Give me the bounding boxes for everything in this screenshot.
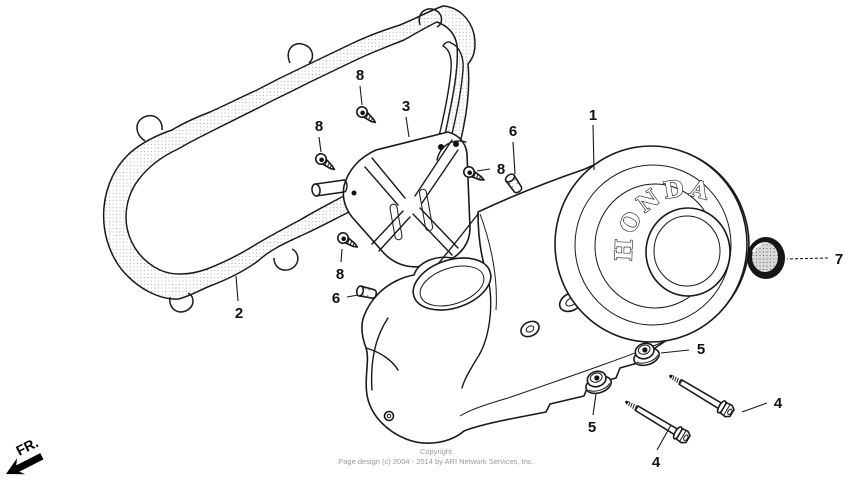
bolt-part xyxy=(665,368,737,420)
callout-leader-1 xyxy=(592,124,595,171)
callout-8[interactable]: 8 xyxy=(315,118,323,135)
callout-leader-4 xyxy=(656,424,672,451)
screw-part xyxy=(312,150,339,175)
arrow-icon xyxy=(6,453,44,475)
callout-leader-8 xyxy=(359,85,363,106)
flange-hole xyxy=(520,320,540,338)
callout-leader-8 xyxy=(476,168,491,172)
bolt-part xyxy=(621,394,693,446)
callout-leader-7 xyxy=(786,257,829,260)
flange-hole xyxy=(383,410,395,422)
callout-4[interactable]: 4 xyxy=(652,454,661,471)
plate-pivot-pin xyxy=(311,179,357,197)
callout-leader-2 xyxy=(235,275,239,302)
gasket-tab xyxy=(136,114,163,142)
fr-label: FR. xyxy=(13,434,40,458)
gasket-tab xyxy=(287,43,314,64)
callout-7[interactable]: 7 xyxy=(835,251,843,268)
cover-plate-part-3 xyxy=(311,41,471,268)
dowel-part xyxy=(503,171,525,196)
callout-8[interactable]: 8 xyxy=(497,161,505,178)
callout-4[interactable]: 4 xyxy=(774,395,783,412)
screw-part xyxy=(353,103,380,128)
cap-part xyxy=(745,235,787,281)
crankcase-cover-part-1: HONDA xyxy=(361,145,750,444)
hub-boss xyxy=(645,207,731,297)
callout-leader-3 xyxy=(405,116,410,138)
callouts-layer: 1 2 3 4 4 5 5 6 6 7 8 8 8 8 xyxy=(235,67,843,471)
callout-3[interactable]: 3 xyxy=(402,98,410,115)
callout-leader-6 xyxy=(512,141,516,175)
callout-6[interactable]: 6 xyxy=(509,123,517,140)
callout-leader-5 xyxy=(592,393,597,416)
gasket-tab xyxy=(169,292,194,313)
callout-8[interactable]: 8 xyxy=(336,266,344,283)
callout-6[interactable]: 6 xyxy=(332,290,340,307)
callout-leader-5 xyxy=(660,349,690,354)
screw-part xyxy=(335,230,361,253)
callout-1[interactable]: 1 xyxy=(589,107,597,124)
callout-5[interactable]: 5 xyxy=(588,419,596,436)
fr-direction-arrow: FR. xyxy=(6,434,44,475)
copyright-line1: Copyright xyxy=(420,447,453,456)
gasket-tab xyxy=(418,8,443,28)
copyright-line2: Page design (c) 2004 - 2014 by ARI Netwo… xyxy=(338,457,534,466)
callout-8[interactable]: 8 xyxy=(356,67,364,84)
gasket-tab xyxy=(273,248,299,271)
callout-leader-8 xyxy=(318,136,322,153)
dowel-part xyxy=(355,284,379,301)
callout-5[interactable]: 5 xyxy=(697,341,705,358)
x-brace xyxy=(364,139,459,256)
callout-leader-6 xyxy=(346,294,359,298)
callout-2[interactable]: 2 xyxy=(235,305,243,322)
callout-leader-4 xyxy=(741,402,768,413)
callout-leader-8 xyxy=(340,248,343,263)
